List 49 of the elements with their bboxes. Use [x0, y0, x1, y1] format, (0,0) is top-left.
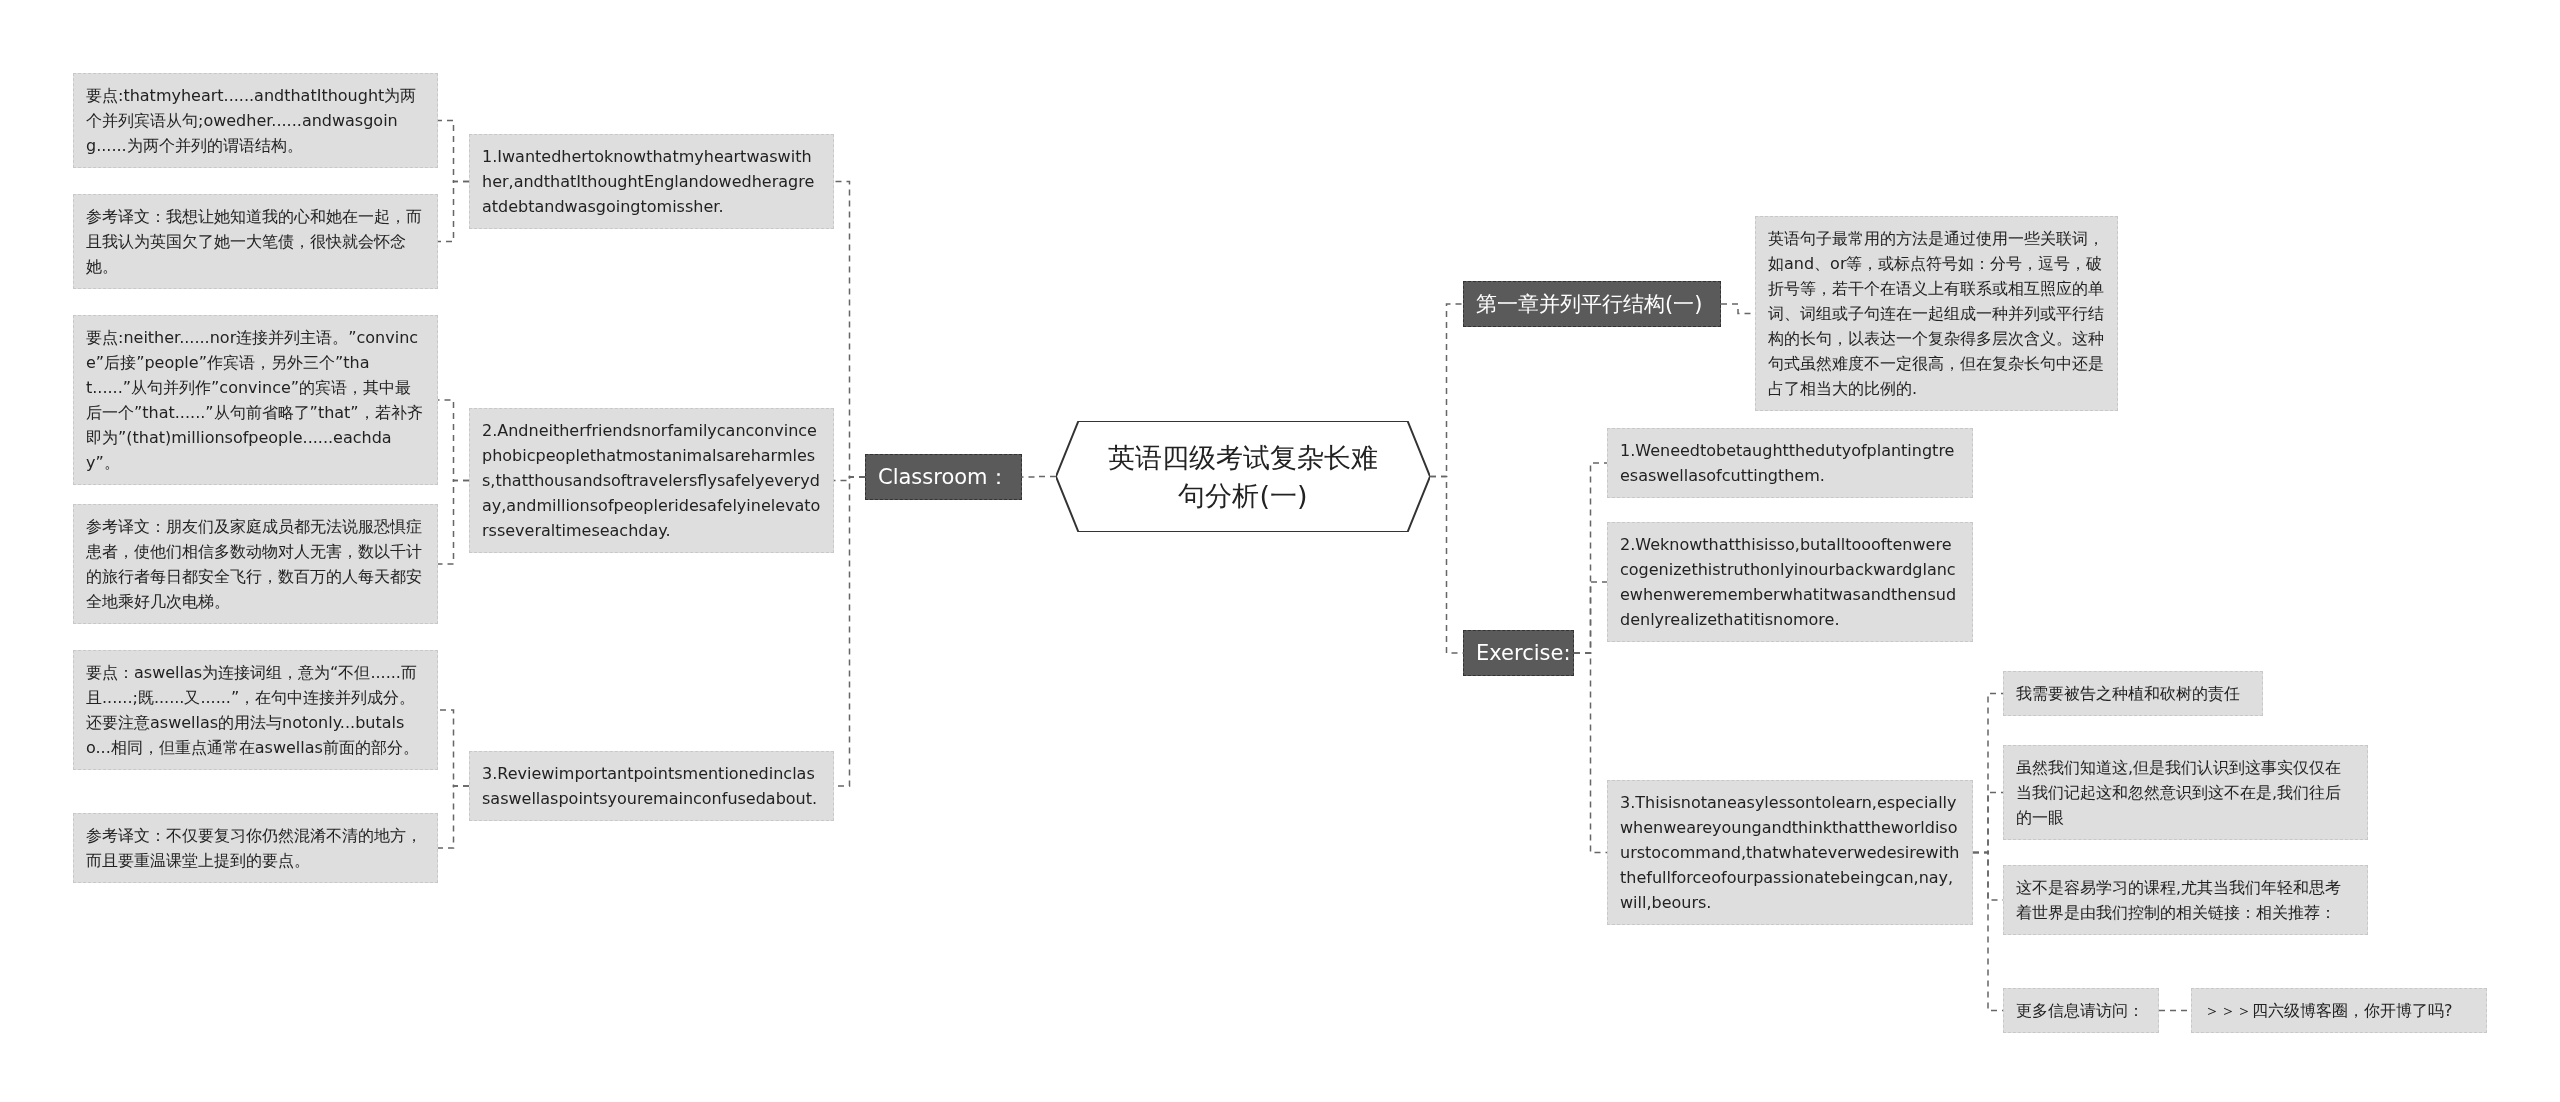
note-card — [73, 73, 438, 168]
note-card — [1755, 216, 2118, 411]
note-text: 要点：aswellas为连接词组，意为“不但......而且......;既......又......”，在句中连接并列成分。还要注意aswellas的用法与notonly...butalso...相同，但重点通常在aswellas前面的部分。 — [86, 663, 419, 757]
connector-line — [437, 180, 470, 243]
connector-line — [1573, 652, 1608, 854]
note-card — [73, 813, 438, 883]
note-text: 参考译文：我想让她知道我的心和她在一起，而且我认为英国欠了她一大笔债，很快就会怀念她。 — [86, 207, 422, 276]
note-text: 2.Weknowthatthisisso,butalltoooftenwerecogenizethistruthonlyinourbackwardglancewhenwerememberwhatitwasandthensuddenlyrealizethatitisnomore. — [1620, 535, 1957, 629]
note-card — [2191, 988, 2487, 1033]
branch-label — [865, 454, 1022, 500]
connector-line — [437, 479, 470, 565]
note-card — [469, 134, 834, 229]
note-card — [2003, 745, 2368, 840]
central-topic — [1056, 421, 1430, 532]
note-text: 参考译文：朋友们及家庭成员都无法说服恐惧症患者，使他们相信多数动物对人无害，数以千计的旅行者每日都安全飞行，数百万的人每天都安全地乘好几次电梯。 — [86, 517, 422, 611]
note-card — [469, 751, 834, 821]
branch-label — [1463, 630, 1574, 676]
note-text: 更多信息请访问： — [2016, 1001, 2144, 1020]
note-text: 要点:neither......nor连接并列主语。”convince”后接”people”作宾语，另外三个”that......”从句并列作”convince”的宾语，其中最后一个”that......”从句前省略了”that”，若补齐即为”(that)millionsofpeople......eachday”。 — [86, 328, 423, 472]
note-text: 1.Iwantedhertoknowthatmyheartwaswithher,andthatIthoughtEnglandowedheragreatdebtandwasgoingtomissher. — [482, 147, 815, 216]
note-text: Exercise: — [1476, 641, 1571, 665]
connector-line — [1021, 475, 1057, 478]
branch-label — [1463, 281, 1721, 327]
note-card — [1607, 522, 1973, 642]
note-text: ＞＞＞四六级博客圈，你开博了吗? — [2204, 1001, 2453, 1020]
note-text: 参考译文：不仅要复习你仍然混淆不清的地方，而且要重温课堂上提到的要点。 — [86, 826, 422, 870]
note-text: 1.Weneedtobetaughtthedutyofplantingtreesaswellasofcuttingthem. — [1620, 441, 1955, 485]
note-card — [2003, 671, 2263, 716]
note-text: 英语句子最常用的方法是通过使用一些关联词，如and、or等，或标点符号如：分号，逗号，破折号等，若干个在语义上有联系或相互照应的单词、词组或子句连在一起组成一种并列或平行结构的长句，以表达一个复杂得多层次含义。这种句式虽然难度不一定很高，但在复杂长句中还是占了相当大的比例的. — [1768, 229, 2104, 398]
note-text: 3.Reviewimportantpointsmentionedinclassaswellaspointsyouremainconfusedabout. — [482, 764, 818, 808]
note-card — [73, 650, 438, 770]
note-card — [2003, 988, 2159, 1033]
note-card — [469, 408, 834, 553]
note-card — [2003, 865, 2368, 935]
note-text: 第一章并列平行结构(一) — [1476, 292, 1703, 316]
note-card — [73, 504, 438, 624]
connector-line — [437, 785, 470, 849]
note-text: 3.Thisisnotaneasylessontolearn,especiallywhenweareyoungandthinkthattheworldisourstocommand,thatwhateverwedesirewiththefullforceofourpassionatebeingcan,nay,will,beours. — [1620, 793, 1960, 912]
note-card — [73, 315, 438, 485]
note-card — [1607, 780, 1973, 925]
note-text: Classroom： — [878, 465, 1009, 489]
note-text: 我需要被告之种植和砍树的责任 — [2016, 684, 2240, 703]
note-text: 2.Andneitherfriendsnorfamilycanconvincephobicpeoplethatmostanimalsareharmless,thatthousandsoftravelersflysafelyeveryday,andmillionsofpeopleridesafelyinelevatorsseveraltimeseachday. — [482, 421, 821, 540]
note-text: 这不是容易学习的课程,尤其当我们年轻和思考着世界是由我们控制的相关链接：相关推荐： — [2016, 878, 2342, 922]
note-text: 虽然我们知道这,但是我们认识到这事实仅仅在当我们记起这和忽然意识到这不在是,我们往后的一眼 — [2016, 758, 2342, 827]
note-card — [73, 194, 438, 289]
note-card — [1607, 428, 1973, 498]
note-text: 要点:thatmyheart......andthatIthought为两个并列宾语从句;owedher......andwasgoing......为两个并列的谓语结构。 — [86, 86, 417, 155]
topic-title: 英语四级考试复杂长难句分析(一) — [1107, 440, 1379, 513]
